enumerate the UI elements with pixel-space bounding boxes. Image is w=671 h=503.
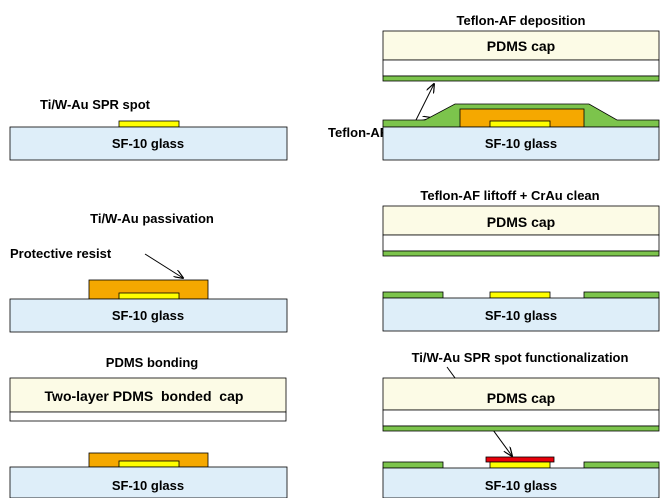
teflon-cap-pointer (414, 84, 434, 123)
pdms-cap-bottom-layer (382, 234, 660, 252)
au-spr-spot (118, 460, 180, 468)
functionalized-spr-spot (485, 456, 555, 463)
pdms-cap-label: PDMS cap (487, 390, 555, 406)
pdms-cap-body (382, 30, 660, 61)
teflon-cap-coating (382, 75, 660, 82)
au-spr-spot (489, 461, 551, 469)
step-2-title: Ti/W-Au passivation (90, 211, 214, 226)
pdms-cap-bottom-layer (9, 411, 287, 422)
au-spr-spot (118, 120, 180, 128)
glass-substrate (9, 466, 288, 499)
glass-label: SF-10 glass (485, 308, 557, 323)
step-5-teflon-liftoff: Teflon-AF liftoff + CrAu clean PDMS cap … (382, 188, 660, 332)
glass-label: SF-10 glass (112, 308, 184, 323)
step-6-functionalization: Ti/W-Au SPR spot functionalization PDMS … (382, 350, 660, 499)
glass-substrate (9, 126, 288, 161)
teflon-cap-coating (382, 250, 660, 257)
glass-substrate (9, 298, 288, 333)
teflon-af-label: Teflon-AF (328, 125, 388, 140)
glass-label: SF-10 glass (485, 136, 557, 151)
step-2-passivation: Ti/W-Au passivation Protective resist SF… (9, 211, 288, 333)
step-4-teflon-deposition: Teflon-AF deposition PDMS cap Teflon-AF … (328, 13, 660, 161)
teflon-left-pad (382, 461, 444, 469)
teflon-cap-coating (382, 425, 660, 432)
teflon-right-pad (583, 461, 660, 469)
pdms-cap-label: PDMS cap (487, 38, 555, 54)
step-3-pdms-bonding: PDMS bonding Two-layer PDMS bonded cap S… (9, 355, 288, 499)
pdms-cap-body (9, 377, 287, 413)
au-spr-spot (118, 292, 180, 300)
au-spr-spot (489, 120, 551, 128)
pdms-cap-label: Two-layer PDMS bonded cap (45, 388, 244, 404)
step-3-title: PDMS bonding (106, 355, 198, 370)
resist-pointer-arrow (144, 253, 183, 278)
pdms-cap-body (382, 205, 660, 236)
glass-substrate (382, 126, 660, 161)
step-1-title: Ti/W-Au SPR spot (40, 97, 151, 112)
glass-substrate (382, 467, 660, 499)
pdms-cap-label: PDMS cap (487, 214, 555, 230)
step-5-title: Teflon-AF liftoff + CrAu clean (420, 188, 599, 203)
pdms-cap-bottom-layer (382, 409, 660, 427)
glass-label: SF-10 glass (112, 478, 184, 493)
pdms-cap-bottom-layer (382, 59, 660, 77)
protective-resist-label: Protective resist (10, 246, 112, 261)
au-spr-spot (489, 291, 551, 299)
glass-label: SF-10 glass (485, 478, 557, 493)
step-1-spr-spot: Ti/W-Au SPR spot SF-10 glass (9, 97, 288, 161)
glass-label: SF-10 glass (112, 136, 184, 151)
pdms-cap-body (382, 377, 660, 411)
step-6-title: Ti/W-Au SPR spot functionalization (412, 350, 629, 365)
teflon-right-pad (583, 291, 660, 299)
teflon-left-pad (382, 291, 444, 299)
step-4-title: Teflon-AF deposition (456, 13, 585, 28)
glass-substrate (382, 297, 660, 332)
